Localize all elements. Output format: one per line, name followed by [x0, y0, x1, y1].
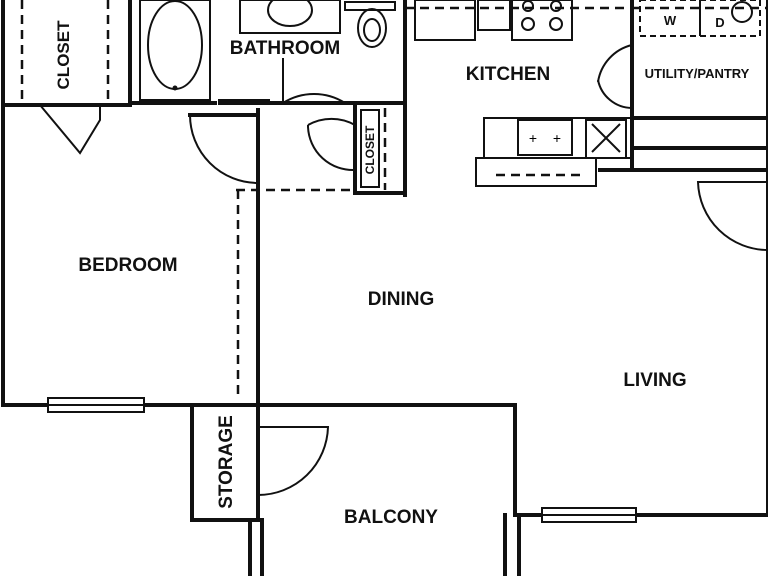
dryer-label: D	[715, 15, 724, 30]
bathroom-label: BATHROOM	[230, 38, 340, 59]
balcony-label: BALCONY	[344, 507, 438, 528]
bathroom	[128, 0, 407, 197]
living-dining	[256, 0, 768, 523]
bedroom	[1, 103, 260, 413]
bedroom-label: BEDROOM	[78, 255, 177, 276]
storage-label: STORAGE	[216, 415, 237, 509]
closet-left-label: CLOSET	[54, 20, 73, 90]
dining-label: DINING	[368, 289, 435, 310]
kitchen-label: KITCHEN	[466, 64, 550, 85]
svg-text:+: +	[529, 130, 537, 146]
storage	[190, 403, 330, 522]
closet-small-label: CLOSET	[363, 125, 377, 174]
living-label: LIVING	[623, 370, 686, 391]
svg-text:+: +	[553, 130, 561, 146]
balcony	[248, 513, 521, 576]
washer-label: W	[664, 13, 677, 28]
hallway	[188, 108, 355, 192]
closet-small	[307, 101, 407, 195]
utility-pantry-label: UTILITY/PANTRY	[645, 66, 750, 81]
utility-pantry	[597, 0, 768, 172]
kitchen: + +	[405, 0, 768, 187]
